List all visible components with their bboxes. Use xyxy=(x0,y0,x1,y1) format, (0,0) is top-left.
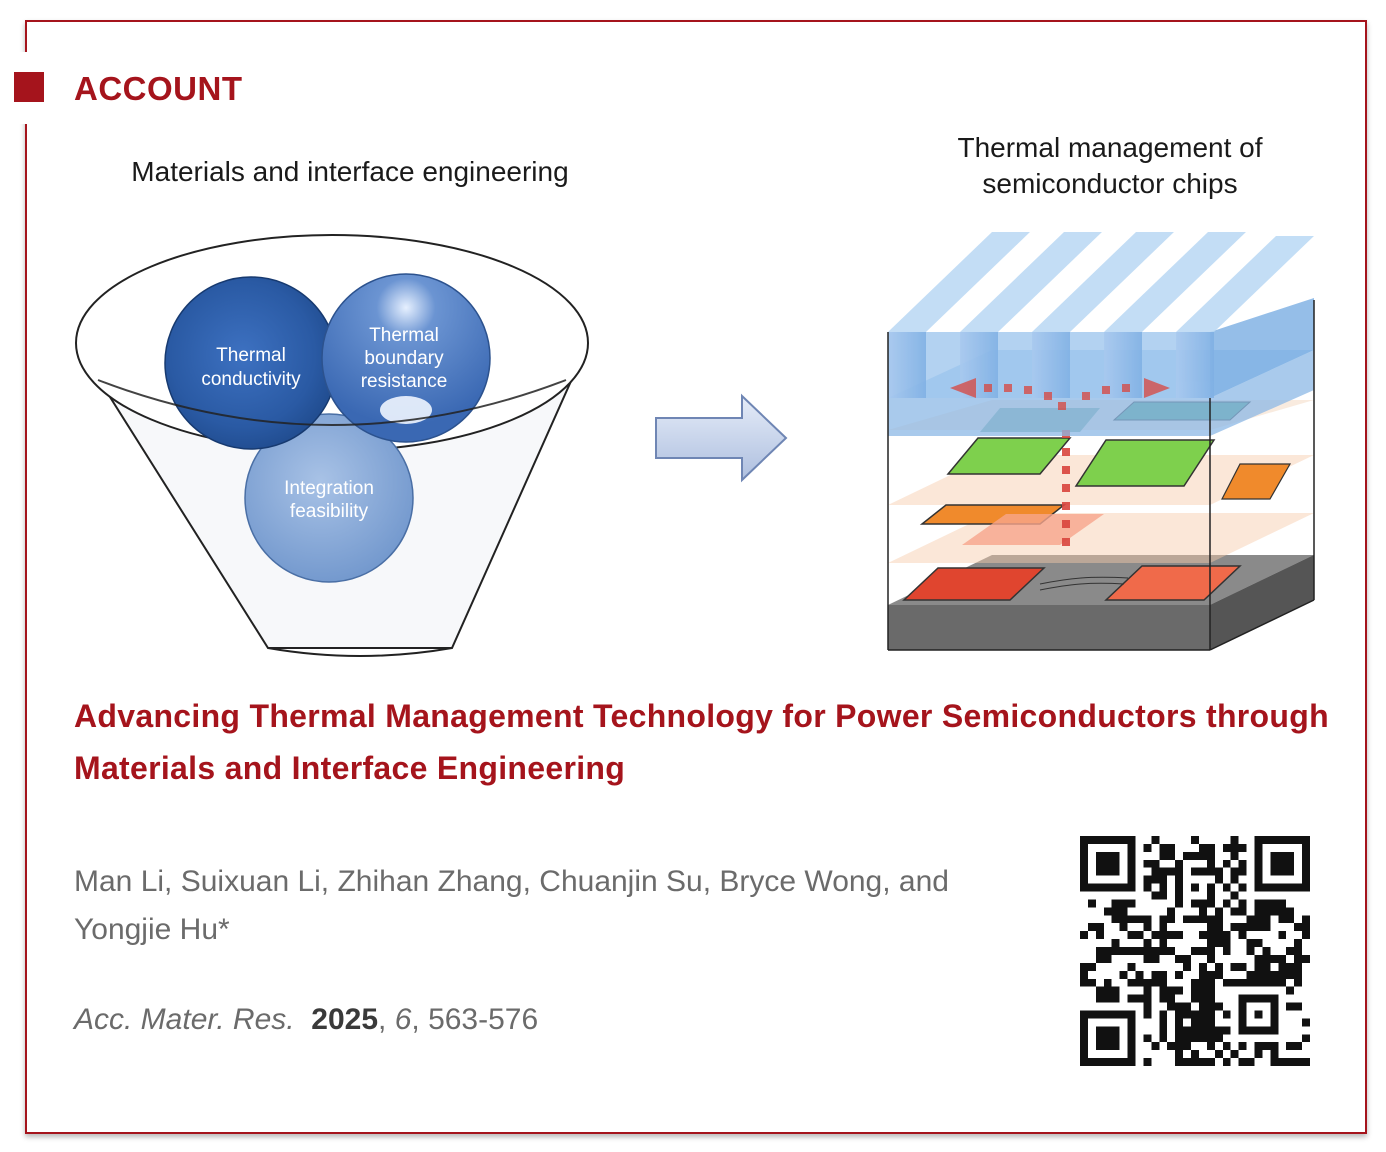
page-range: 563-576 xyxy=(428,1003,539,1036)
citation: Acc. Mater. Res. 2025, 6, 563-576 xyxy=(74,1003,539,1036)
left-figure-title: Materials and interface engineering xyxy=(131,156,569,187)
sphere-boundary-line3: resistance xyxy=(361,371,448,392)
sphere-integration-feasibility: Integration feasibility xyxy=(244,413,414,583)
journal-name: Acc. Mater. Res. xyxy=(74,1003,295,1036)
sphere-thermal-conductivity: Thermal conductivity xyxy=(164,276,338,450)
sphere-boundary-line2: boundary xyxy=(364,348,444,369)
sphere-conductivity-line2: conductivity xyxy=(201,369,301,390)
right-arrow-icon xyxy=(655,393,788,483)
label-square-icon xyxy=(14,72,44,102)
card-frame xyxy=(25,20,1367,1134)
sphere-integration-line2: feasibility xyxy=(290,501,369,522)
article-title: Advancing Thermal Management Technology … xyxy=(74,698,1329,786)
chip-stack-illustration xyxy=(887,232,1315,651)
label-mask xyxy=(14,52,274,124)
author-list: Man Li, Suixuan Li, Zhihan Zhang, Chuanj… xyxy=(74,865,949,946)
article-type-label: ACCOUNT xyxy=(74,70,243,107)
sphere-boundary-line1: Thermal xyxy=(369,325,439,346)
right-figure-title: Thermal management of semiconductor chip… xyxy=(957,132,1263,199)
publication-year: 2025 xyxy=(311,1003,379,1036)
sphere-conductivity-line1: Thermal xyxy=(216,345,286,366)
qr-code-icon[interactable] xyxy=(1080,836,1310,1066)
graphical-abstract: Integration feasibility Thermal conducti… xyxy=(75,232,1315,657)
sphere-integration-line1: Integration xyxy=(284,478,374,499)
sphere-thermal-boundary-resistance: Thermal boundary resistance xyxy=(321,273,491,443)
volume: 6 xyxy=(394,1003,412,1036)
